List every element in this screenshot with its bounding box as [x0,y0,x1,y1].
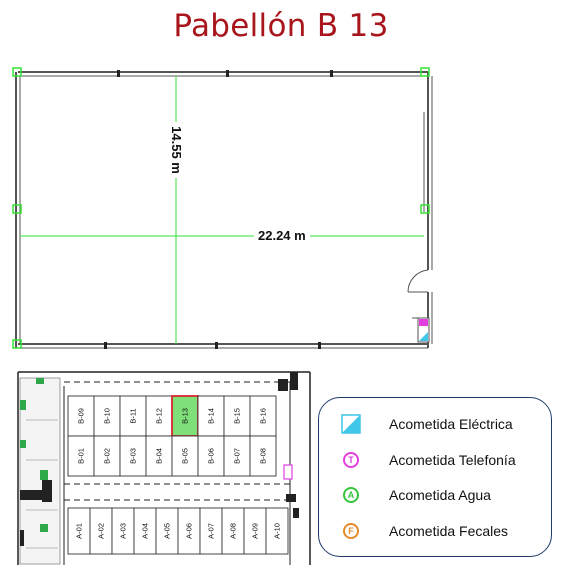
dimension-width-label: 22.24 m [254,228,310,243]
sewage-icon: F [341,521,361,541]
lot-a-09: A-09 [243,507,267,555]
site-right-details [278,372,299,518]
lot-label: B-05 [181,448,190,464]
lot-b-08: B-08 [249,435,277,477]
lot-label: B-11 [129,408,138,423]
lot-a-10: A-10 [265,507,289,555]
lot-b-12: B-12 [145,395,173,437]
lot-b-07: B-07 [223,435,251,477]
lot-label: A-04 [141,523,150,539]
plan-walls [15,71,433,349]
lot-b-09: B-09 [67,395,95,437]
lot-label: B-14 [207,408,216,424]
legend-label: Acometida Eléctrica [389,416,513,432]
lot-b-13: B-13 [171,395,199,437]
lot-b-04: B-04 [145,435,173,477]
legend-label: Acometida Fecales [389,523,509,539]
wall-ticks [104,70,333,349]
legend: Acometida Eléctrica T Acometida Telefoní… [318,397,552,557]
lot-a-02: A-02 [89,507,113,555]
lot-b-03: B-03 [119,435,147,477]
telephone-icon: T [341,450,361,470]
lot-label: B-04 [155,448,164,464]
lot-label: B-08 [259,448,268,464]
lot-label: B-16 [259,408,268,424]
lot-label: B-06 [207,448,216,464]
lot-label: B-12 [155,408,164,424]
corner-markers [12,67,430,349]
lot-b-06: B-06 [197,435,225,477]
lot-b-14: B-14 [197,395,225,437]
lot-b-16: B-16 [249,395,277,437]
lot-a-05: A-05 [155,507,179,555]
lot-label: A-10 [273,523,282,539]
lot-label: B-03 [129,448,138,464]
lot-a-08: A-08 [221,507,245,555]
parking-strip [19,377,61,565]
legend-item-electric: Acometida Eléctrica [319,413,553,437]
lot-label: A-07 [207,523,216,539]
lot-label: A-02 [97,523,106,539]
legend-label: Acometida Telefonía [389,452,516,468]
lot-label: B-02 [103,448,112,464]
legend-item-water: A Acometida Agua [319,484,553,508]
lot-a-07: A-07 [199,507,223,555]
lot-label: B-01 [77,448,86,464]
legend-item-telephone: T Acometida Telefonía [319,449,553,473]
lot-b-15: B-15 [223,395,251,437]
lot-a-03: A-03 [111,507,135,555]
lot-b-01: B-01 [67,435,95,477]
lot-b-11: B-11 [119,395,147,437]
lot-label: B-09 [77,408,86,424]
lot-label: A-01 [75,523,84,539]
electric-icon [341,414,361,434]
lot-b-05: B-05 [171,435,199,477]
legend-label: Acometida Agua [389,487,491,503]
lot-b-02: B-02 [93,435,121,477]
dimension-lines [20,76,424,344]
lot-label: A-06 [185,523,194,539]
lot-label: A-08 [229,523,238,539]
utility-box [417,317,430,343]
legend-item-sewage: F Acometida Fecales [319,520,553,544]
lot-label: A-05 [163,523,172,539]
lot-a-06: A-06 [177,507,201,555]
lot-label: B-13 [181,408,190,424]
lot-a-01: A-01 [67,507,91,555]
lot-label: A-09 [251,523,260,539]
lot-label: B-10 [103,408,112,424]
water-icon: A [341,485,361,505]
lot-label: B-15 [233,408,242,424]
lot-a-04: A-04 [133,507,157,555]
page-title: Pabellón B 13 [173,8,389,44]
lot-label: A-03 [119,523,128,539]
lot-label: B-07 [233,448,242,464]
lot-b-10: B-10 [93,395,121,437]
